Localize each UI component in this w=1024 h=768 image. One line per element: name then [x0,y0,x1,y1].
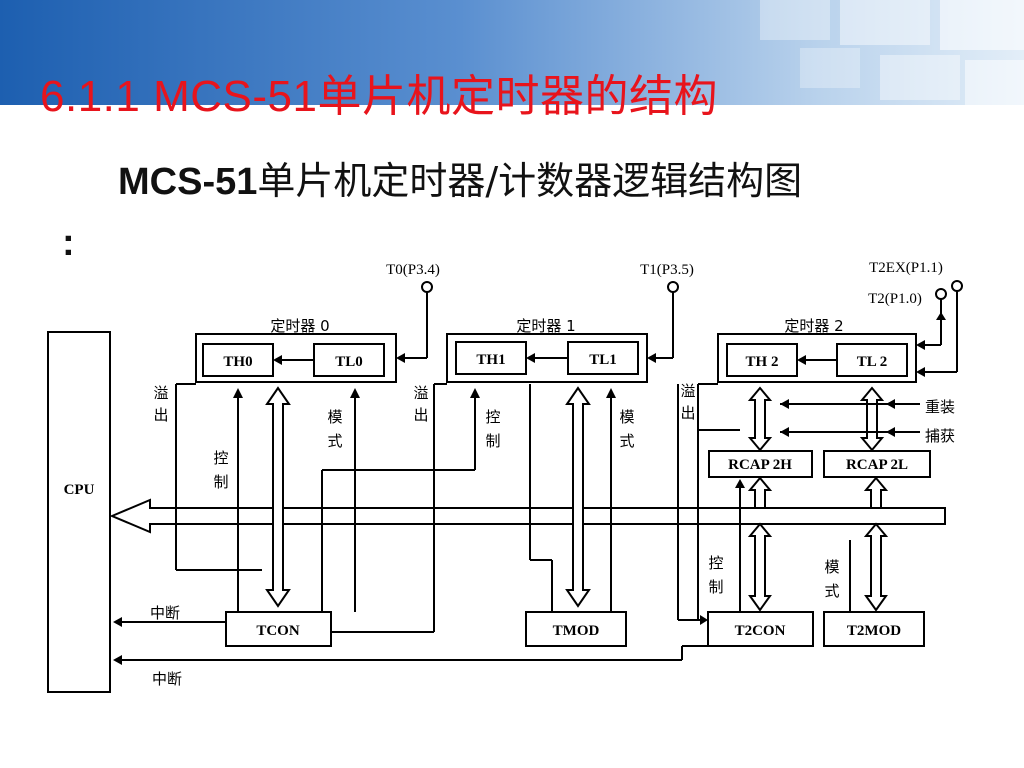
control-label-0a: 控 [213,449,228,467]
overflow-label-2a: 溢 [680,382,695,400]
header-banner [0,0,1024,105]
subtitle-text: 单片机定时器/计数器逻辑结构图 [257,159,803,203]
interrupt-label-t2con: 中断 [152,670,182,688]
mode-label-1a: 模 [619,408,634,426]
timer1-label: 定时器 1 [516,317,575,335]
tl1-label: TL1 [589,352,617,368]
cpu-label: CPU [64,482,95,498]
control-label-2b: 制 [708,578,723,596]
mode-label-1b: 式 [619,432,634,450]
mode-label-0a: 模 [327,408,342,426]
rcap2l-label: RCAP 2L [846,457,908,473]
overflow-label-1b: 出 [413,406,428,424]
reload-label: 重装 [925,398,955,416]
overflow-label-2b: 出 [680,404,695,422]
capture-label: 捕获 [925,427,955,445]
timer0-label: 定时器 0 [270,317,329,335]
overflow-label-0a: 溢 [153,384,168,402]
control-label-2a: 控 [708,554,723,572]
th1-label: TH1 [476,352,505,368]
mode-label-0b: 式 [327,432,342,450]
pin-t1-label: T1(P3.5) [640,262,694,278]
control-label-0b: 制 [213,473,228,491]
overflow-label-1a: 溢 [413,384,428,402]
interrupt-label-tcon: 中断 [150,604,180,622]
th0-label: TH0 [223,354,252,370]
th2-label: TH 2 [746,354,779,370]
pin-t0-label: T0(P3.4) [386,262,440,278]
timer2-label: 定时器 2 [784,317,843,335]
t2con-label: T2CON [735,623,786,639]
rcap2h-label: RCAP 2H [728,457,792,473]
colon-mark: : [62,222,75,264]
pin-t2-label: T2(P1.0) [868,291,922,307]
pin-t2ex-label: T2EX(P1.1) [869,260,943,276]
t2mod-label: T2MOD [847,623,901,639]
tl0-label: TL0 [335,354,363,370]
mode-label-2b: 式 [824,582,839,600]
control-label-1a: 控 [485,408,500,426]
mode-label-2a: 模 [824,558,839,576]
slide-title: 6.1.1 MCS-51单片机定时器的结构 [40,72,718,121]
control-label-1b: 制 [485,432,500,450]
tl2-label: TL 2 [857,354,887,370]
tcon-label: TCON [256,623,300,639]
tmod-label: TMOD [553,623,600,639]
diagram-subtitle: MCS-51单片机定时器/计数器逻辑结构图 [118,150,802,205]
overflow-label-0b: 出 [153,406,168,424]
subtitle-prefix: MCS-51 [118,161,258,203]
